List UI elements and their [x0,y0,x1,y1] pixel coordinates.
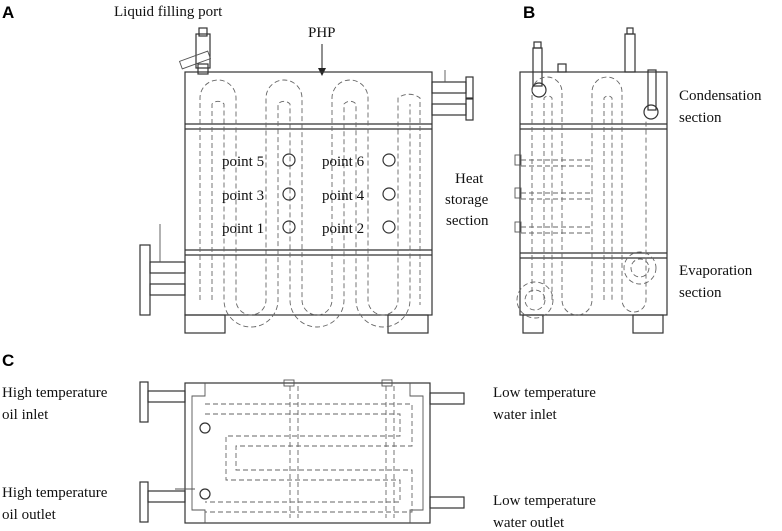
hot-oil-inlet-label-line-1: High temperature [2,385,108,401]
point-6-label: point 6 [322,154,365,170]
heat-storage-label-line-2: storage [445,192,489,208]
condensation-label-line-2: section [679,110,722,126]
php-arrow [318,44,326,76]
point-1-label: point 1 [222,221,264,237]
php-tank-front-view [139,27,474,334]
hot-oil-outlet-label-line-1: High temperature [2,485,108,501]
php-tank-top-view [139,379,465,524]
water-outlet-label-line-2: water outlet [493,515,565,531]
point-2-label: point 2 [322,221,364,237]
panel-label-b: B [523,3,535,22]
water-outlet-label-line-1: Low temperature [493,493,596,509]
hot-oil-outlet-label-line-2: oil outlet [2,507,57,523]
heat-storage-label-line-1: Heat [455,171,484,187]
panel-label-c: C [2,351,14,370]
liquid-filling-port-label: Liquid filling port [114,4,223,20]
php-tank-side-view [514,27,668,334]
evaporation-label-line-2: section [679,285,722,301]
heat-storage-label-line-3: section [446,213,489,229]
water-inlet-label-line-1: Low temperature [493,385,596,401]
point-3-label: point 3 [222,188,264,204]
panel-label-a: A [2,3,14,22]
point-5-label: point 5 [222,154,264,170]
water-inlet-label-line-2: water inlet [493,407,558,423]
hot-oil-inlet-label-line-2: oil inlet [2,407,49,423]
condensation-label-line-1: Condensation [679,88,762,104]
point-4-label: point 4 [322,188,365,204]
php-label: PHP [308,25,336,41]
evaporation-label-line-1: Evaporation [679,263,753,279]
